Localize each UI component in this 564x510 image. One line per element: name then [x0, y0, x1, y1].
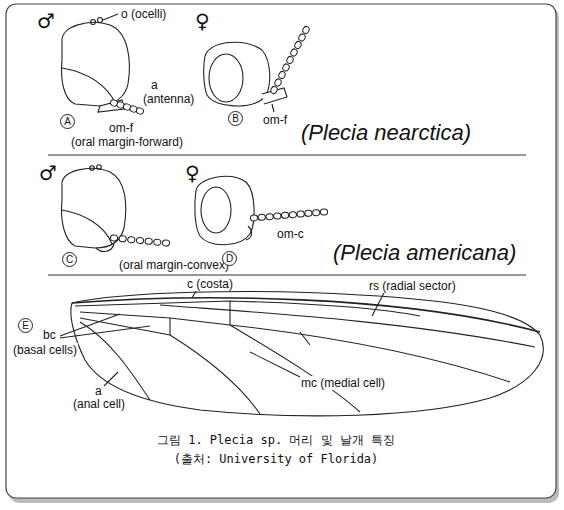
antenna-segment — [136, 107, 145, 115]
head-outline — [62, 168, 126, 248]
oral-margin — [98, 100, 124, 112]
antenna-segment — [273, 213, 281, 220]
antenna-segment — [312, 209, 320, 216]
antenna-segment — [136, 237, 144, 244]
antenna-segment — [305, 210, 313, 217]
eye-margin — [62, 210, 112, 244]
antenna-segment — [278, 70, 287, 79]
species-name: (Plecia americana) — [332, 240, 517, 266]
wing-vein — [80, 312, 510, 382]
antenna-segment — [289, 211, 297, 218]
antenna-segment — [153, 239, 161, 246]
leader-line — [103, 14, 118, 20]
antenna-segment — [290, 48, 299, 57]
head-outline — [195, 176, 254, 244]
antenna-segment — [145, 238, 153, 245]
wing-outline — [71, 292, 543, 416]
antenna-segment — [294, 40, 303, 49]
antenna-segment — [274, 78, 283, 87]
callout-letter: C — [62, 252, 77, 267]
cross-vein — [170, 301, 310, 345]
part-label: a — [150, 78, 159, 92]
callout-letter: A — [60, 114, 75, 129]
frame — [6, 4, 556, 498]
compound-eye — [209, 54, 243, 102]
part-label: (basal cells) — [12, 343, 78, 357]
antenna-segment — [270, 85, 279, 94]
leader-line — [192, 291, 196, 298]
compound-eye — [201, 187, 231, 233]
antenna-segment — [282, 63, 291, 72]
figure-caption: 그림 1. Plecia sp. 머리 및 날개 특징 — [0, 433, 552, 447]
part-label: (antenna) — [142, 92, 195, 106]
oral-margin — [96, 244, 114, 251]
part-label: (oral margin-forward) — [70, 135, 184, 149]
head-outline — [62, 22, 130, 106]
source-note: (출처: University of Florida) — [0, 452, 552, 466]
leader-line — [250, 352, 300, 377]
sex-symbol: ♂ — [36, 10, 56, 32]
part-label: om-f — [108, 121, 134, 135]
sex-symbol: ♀ — [184, 162, 201, 184]
part-label: om-f — [262, 113, 288, 127]
sex-symbol: ♀ — [194, 10, 211, 32]
antenna-segment — [110, 235, 118, 242]
wing-vein — [230, 325, 360, 412]
antenna-segment — [119, 235, 127, 242]
antenna-segment — [127, 236, 135, 243]
ocellus — [91, 20, 96, 25]
oral-margin — [246, 226, 252, 240]
leader-line — [372, 293, 384, 316]
sex-symbol: ♂ — [38, 162, 58, 184]
part-label: bc — [42, 328, 57, 342]
antenna-segment — [162, 240, 170, 247]
part-label: (anal cell) — [72, 397, 126, 411]
ocellus — [97, 165, 102, 170]
antenna-segment — [302, 25, 311, 34]
callout-letter: D — [222, 251, 237, 266]
radial-sector-vein — [160, 305, 535, 347]
wing-vein — [75, 301, 420, 316]
antenna-segment — [320, 209, 328, 216]
ocellus — [98, 18, 103, 23]
leader-line — [272, 104, 274, 112]
part-label: a — [94, 384, 103, 398]
antenna-segment — [286, 55, 295, 64]
separator — [48, 274, 526, 275]
antenna-segment — [250, 215, 258, 222]
part-label: (oral margin-convex) — [118, 258, 230, 272]
leader-line — [60, 314, 150, 338]
antenna-segment — [266, 213, 274, 220]
antenna-segment — [281, 212, 289, 219]
species-name: (Plecia nearctica) — [300, 120, 472, 146]
part-label: mc (medial cell) — [300, 376, 386, 390]
separator — [48, 154, 526, 155]
ocellus — [90, 166, 95, 171]
leader-line — [104, 372, 118, 386]
antenna-segment — [298, 33, 307, 42]
part-label: om-c — [276, 227, 305, 241]
eye-margin — [62, 68, 116, 104]
antenna-segment — [297, 211, 305, 218]
callout-letter: E — [18, 318, 33, 333]
part-label: o (ocelli) — [120, 7, 167, 21]
antenna-segment — [258, 214, 266, 221]
part-label: c (costa) — [186, 277, 234, 291]
callout-letter: B — [228, 111, 243, 126]
part-label: rs (radial sector) — [368, 279, 457, 293]
head-outline — [204, 42, 270, 106]
